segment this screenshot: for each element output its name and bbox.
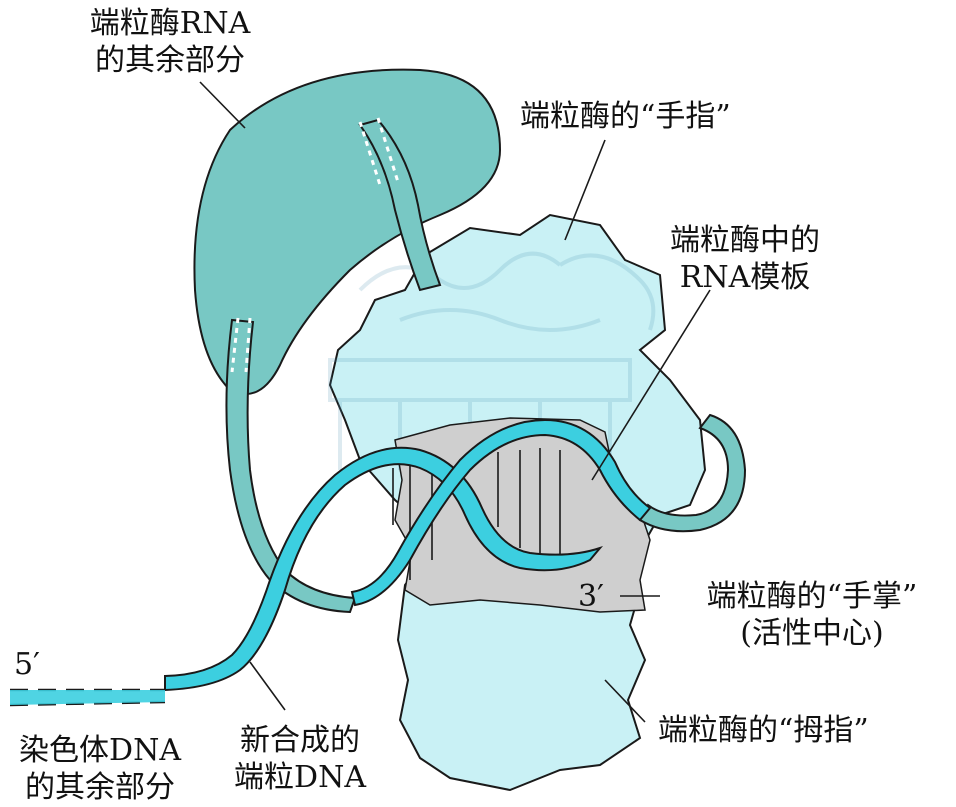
fingers-label: 端粒酶的“手指”	[520, 99, 731, 134]
chromosome-label: 染色体DNA 的其余部分	[0, 732, 200, 806]
rna-strand-left	[225, 318, 357, 614]
break-marks	[230, 117, 400, 373]
end-3prime-label: 3′	[578, 579, 604, 614]
chromosome-dashed-fill	[10, 690, 165, 705]
new-dna-strand	[350, 418, 652, 607]
rna-template-line1: 端粒酶中的	[670, 223, 820, 258]
new-dna-line1: 新合成的	[240, 723, 360, 758]
rna-template-label: 端粒酶中的 RNA模板	[640, 222, 850, 296]
palm-line1: 端粒酶的“手掌”	[706, 579, 918, 614]
chromosome-line2: 的其余部分	[25, 770, 175, 805]
leader-lines	[199, 81, 711, 723]
rna-template-loop	[638, 413, 747, 533]
end-5prime-label: 5′	[14, 647, 40, 682]
thumb-label: 端粒酶的“拇指”	[658, 713, 869, 748]
palm-label: 端粒酶的“手掌” (活性中心)	[672, 578, 952, 652]
new-dna-line2: 端粒DNA	[234, 760, 366, 795]
chromosome-dna-strand	[164, 446, 604, 692]
rna-template-line2: RNA模板	[679, 260, 811, 295]
rna-rest-line2: 的其余部分	[95, 43, 245, 78]
rna-rest-line1: 端粒酶RNA	[89, 6, 251, 41]
rna-body	[193, 68, 502, 395]
rna-rest-label: 端粒酶RNA 的其余部分	[60, 5, 280, 79]
rna-strand-upper	[358, 118, 442, 292]
chromosome-line1: 染色体DNA	[19, 733, 181, 768]
new-dna-label: 新合成的 端粒DNA	[210, 722, 390, 796]
palm-line2: (活性中心)	[740, 616, 884, 651]
